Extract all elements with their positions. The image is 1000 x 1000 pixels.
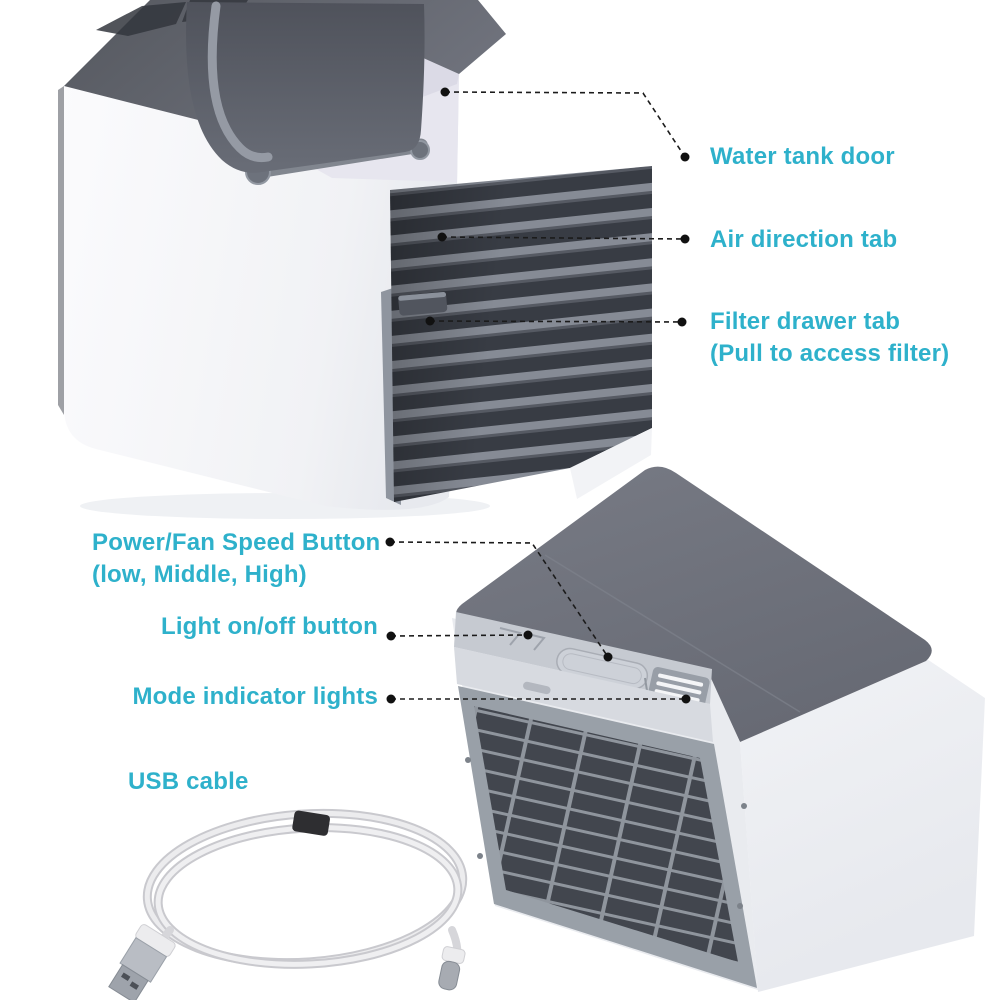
usb-a-connector xyxy=(108,924,176,1000)
callout-mode-lights-text: Mode indicator lights xyxy=(132,683,378,710)
callout-mode-lights: Mode indicator lights xyxy=(92,681,378,713)
control-strip-lower-band xyxy=(454,647,713,742)
grille-screw xyxy=(465,757,471,763)
callout-power-fan-line1: Power/Fan Speed Button xyxy=(92,529,381,556)
cooler-back-view xyxy=(58,0,652,519)
callout-usb-cable: USB cable xyxy=(128,766,249,798)
callout-usb-cable-text: USB cable xyxy=(128,768,249,795)
usb-c-connector xyxy=(438,946,466,991)
front-grille xyxy=(474,706,738,962)
leader-power-fan-button xyxy=(389,541,609,658)
grille-screw xyxy=(741,803,747,809)
unit1-left-edge xyxy=(58,86,64,415)
usb-cable-photo xyxy=(108,808,468,1000)
callout-light-button-text: Light on/off button xyxy=(160,613,378,640)
grille-screw xyxy=(477,853,483,859)
louver-shading xyxy=(390,166,652,502)
callout-water-tank-door: Water tank door xyxy=(710,141,895,173)
water-tank-door-open xyxy=(186,2,425,173)
leader-water-tank-door xyxy=(444,91,686,158)
callout-filter-drawer-tab-line2: (Pull to access filter) xyxy=(710,340,950,367)
callout-filter-drawer-tab: Filter drawer tab (Pull to access filter… xyxy=(710,306,949,370)
leader-light-button xyxy=(390,634,529,637)
callout-water-tank-door-text: Water tank door xyxy=(710,143,895,170)
strip-slot xyxy=(523,681,551,695)
unit2-right-face xyxy=(648,472,985,992)
top-seam xyxy=(544,554,801,713)
cable-tie xyxy=(292,810,330,836)
leader-filter-drawer-tab xyxy=(429,320,683,323)
top-vent-slot xyxy=(96,2,186,36)
grille-screw xyxy=(737,903,743,909)
door-handle-loop xyxy=(207,1,273,163)
callout-power-fan-button: Power/Fan Speed Button (low, Middle, Hig… xyxy=(92,527,380,591)
callout-air-direction-tab: Air direction tab xyxy=(710,224,897,256)
leader-air-direction-tab xyxy=(441,236,686,240)
leader-lines xyxy=(389,91,686,700)
filter-drawer-tab-handle xyxy=(398,292,448,316)
unit2-top-panel xyxy=(456,466,932,742)
unit1-base-band xyxy=(570,428,652,499)
callout-filter-drawer-tab-line1: Filter drawer tab xyxy=(710,308,901,335)
light-button-mark xyxy=(499,627,522,646)
cooler-front-view xyxy=(452,466,985,992)
callout-air-direction-tab-text: Air direction tab xyxy=(710,226,898,253)
leader-dots xyxy=(385,87,691,704)
callout-light-button: Light on/off button xyxy=(92,611,378,643)
callout-power-fan-line2: (low, Middle, High) xyxy=(92,561,307,588)
